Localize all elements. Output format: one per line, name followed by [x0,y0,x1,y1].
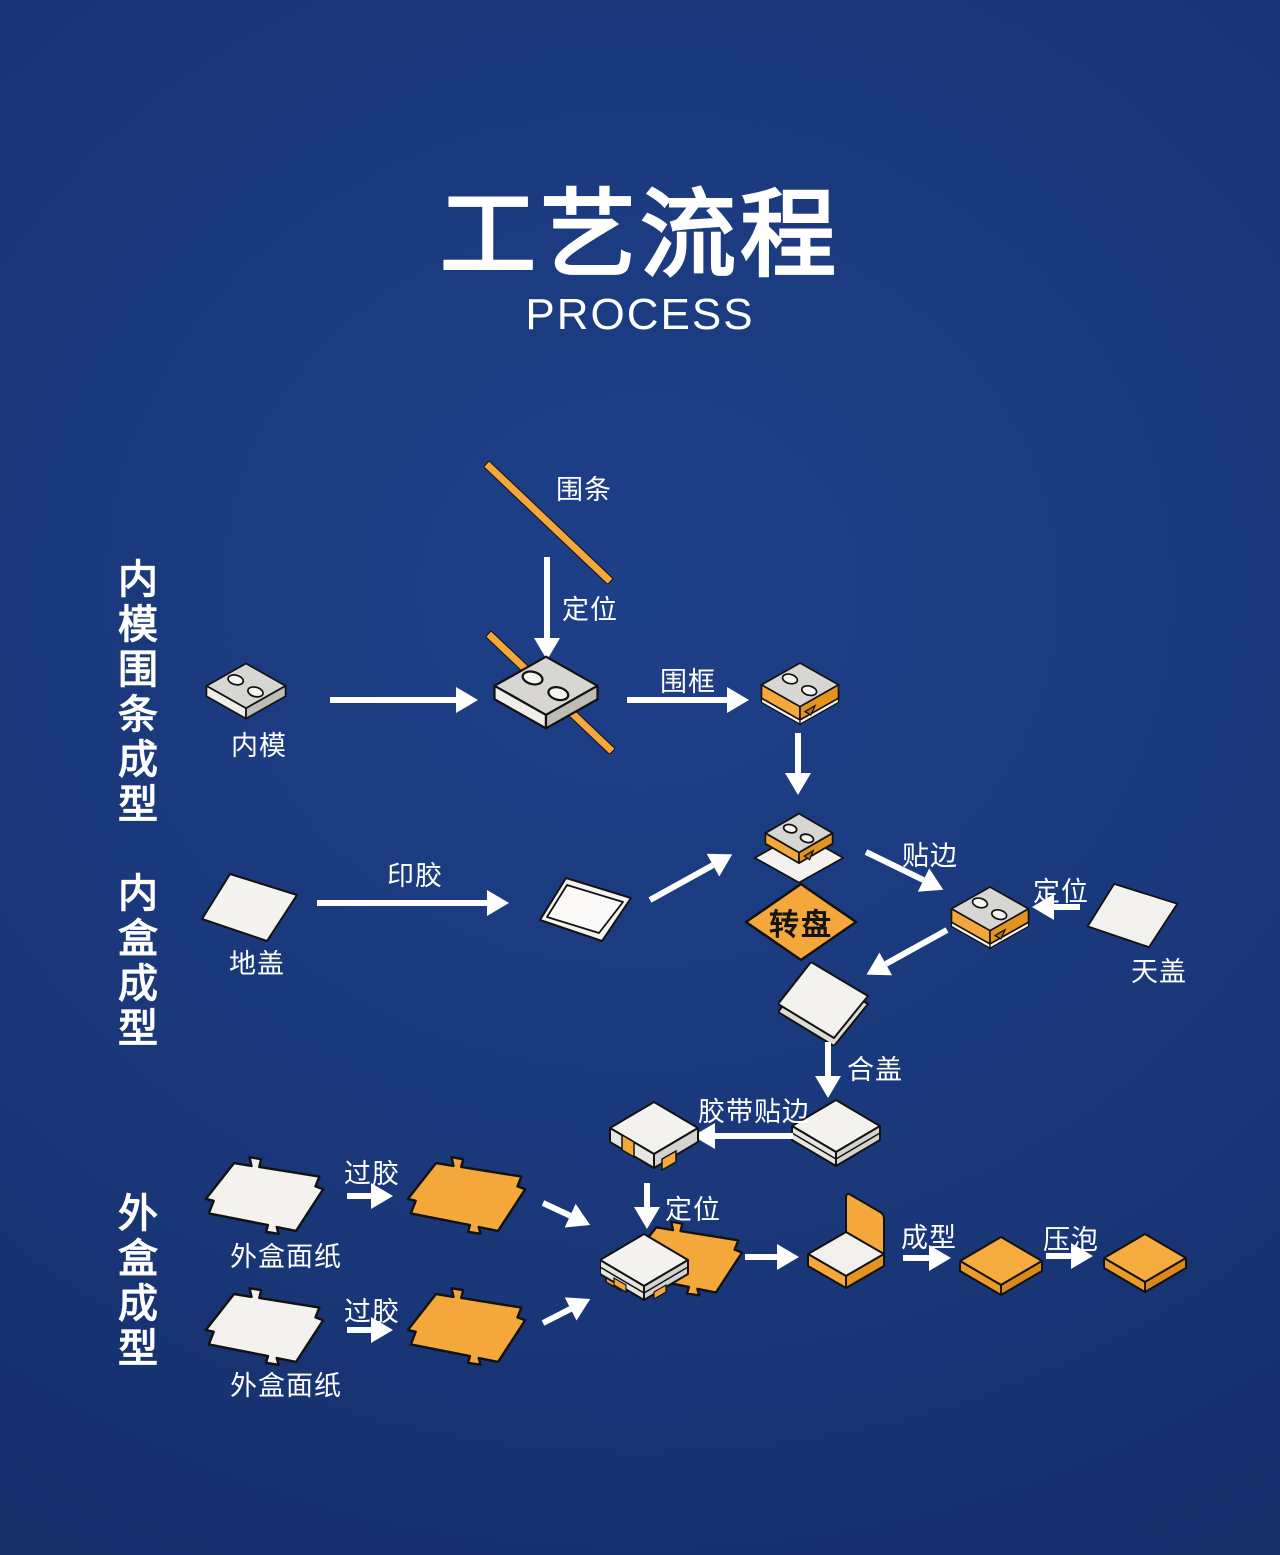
wrap-frame-label: 围框 [660,667,716,697]
position-top-cover-label: 定位 [1033,877,1089,907]
inner-mold-shape [203,660,289,729]
arrow-to-turntable-feed [785,733,811,795]
wrapped-mold-on-sheet-shape [753,810,845,888]
glued-paper-top-shape [405,1153,533,1239]
position-strip-label: 定位 [562,595,618,625]
mold-with-strip-shape [490,652,602,742]
arrow-wrap-frame [627,687,749,713]
case-on-paper-shape [600,1212,750,1312]
press-bubble-label: 压泡 [1043,1225,1099,1255]
arrow-glue-bottom [347,1317,393,1343]
wrap-strip-label: 围条 [556,475,612,505]
final-box-shape [1102,1232,1188,1296]
position-case-label: 定位 [665,1195,721,1225]
page-title: 工艺流程 [440,182,840,289]
glue-bottom-label: 过胶 [344,1297,400,1327]
top-cover-label: 天盖 [1131,957,1187,987]
section-label-inner-mold-wrap: 内模围条成型 [112,558,156,828]
turntable-label: 转盘 [769,909,833,942]
glued-sheet-shape [538,876,634,944]
formed-box-shape [958,1235,1044,1299]
covered-stack-shape [778,962,870,1046]
arrow-sheet-to-turntable [644,843,739,911]
arrow-press-bubble [1046,1243,1093,1269]
close-cover-label: 合盖 [847,1055,903,1085]
paste-edge-label: 贴边 [902,841,958,871]
wrapped-mold-shape [758,658,842,730]
outer-paper-top-label: 外盒面纸 [230,1242,342,1272]
arrow-close-cover [815,1042,841,1098]
forming-label: 成型 [901,1223,957,1253]
arrow-mold-to-assembly [330,687,478,713]
tape-edge-label: 胶带贴边 [698,1097,810,1127]
bottom-cover-label: 地盖 [229,949,285,979]
arrow-to-folding [745,1244,799,1270]
section-label-outer-box: 外盒成型 [112,1192,156,1372]
arrow-back-to-stack [860,919,953,986]
arrow-forming [903,1245,951,1271]
outer-paper-top-shape [203,1153,331,1239]
inner-mold-label: 内模 [231,731,287,761]
glue-top-label: 过胶 [344,1159,400,1189]
section-label-inner-box: 内盒成型 [112,872,156,1052]
outer-paper-bottom-shape [203,1284,331,1370]
glued-paper-bottom-shape [405,1284,533,1370]
arrow-position-strip [534,557,560,660]
top-cover-shape [1085,882,1181,950]
open-outer-box-shape [800,1190,892,1298]
bottom-cover-shape [200,872,300,944]
taped-inner-box-shape [608,1100,700,1172]
arrow-paper-bottom-merge [537,1287,597,1334]
arrow-print-glue [317,890,509,916]
page-subtitle: PROCESS [525,290,755,339]
print-glue-label: 印胶 [387,861,443,891]
edged-mold-shape [948,882,1032,954]
arrow-paper-top-merge [538,1191,596,1237]
arrow-glue-top [347,1183,393,1209]
outer-paper-bottom-label: 外盒面纸 [230,1371,342,1401]
